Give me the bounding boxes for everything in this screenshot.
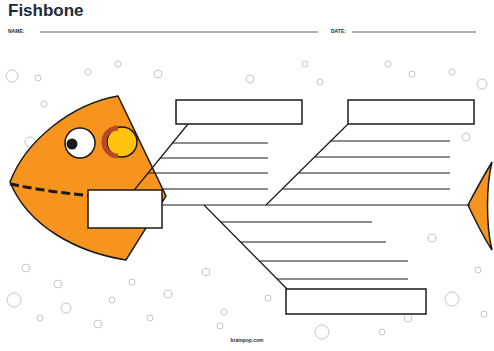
fish-tail xyxy=(468,162,492,250)
spine xyxy=(160,204,470,205)
form-lines xyxy=(40,32,476,33)
bubble xyxy=(202,268,210,276)
bubble xyxy=(409,71,415,77)
bubble xyxy=(445,292,459,306)
bubble xyxy=(6,70,18,82)
bubble xyxy=(94,320,102,328)
bone-diagonal xyxy=(266,124,348,205)
bubble xyxy=(41,101,47,107)
fish-pupil xyxy=(67,139,78,150)
page-title: Fishbone xyxy=(8,1,84,21)
bone-line xyxy=(241,241,386,242)
bubble xyxy=(129,279,135,285)
empty-boxes xyxy=(88,100,474,314)
bubble xyxy=(404,314,412,322)
bone-line xyxy=(160,157,268,158)
date-line xyxy=(352,32,476,33)
eye-crescent xyxy=(104,128,118,156)
bubble xyxy=(164,290,172,298)
bubble xyxy=(315,325,329,339)
bubbles xyxy=(6,61,487,339)
bone-diagonal xyxy=(204,205,288,290)
bubble xyxy=(154,70,162,78)
bubble xyxy=(265,295,271,301)
bone-line xyxy=(172,142,268,143)
site-credit: brainpop.com xyxy=(230,337,263,343)
bubble xyxy=(54,280,62,288)
bone-line xyxy=(221,221,372,222)
bubble xyxy=(302,61,308,67)
bubble xyxy=(7,293,21,307)
category-box xyxy=(176,100,302,124)
form-field-label: NAME: xyxy=(8,28,24,34)
fish-mouth xyxy=(10,184,92,196)
bone-line xyxy=(315,156,450,157)
bubble xyxy=(37,315,43,321)
bone-line xyxy=(299,172,450,173)
category-box xyxy=(286,289,426,314)
bone-line xyxy=(162,188,268,189)
bubble xyxy=(115,61,121,67)
fish-head xyxy=(10,96,166,260)
bubble xyxy=(147,315,153,321)
bone-line xyxy=(330,140,450,141)
bubble xyxy=(109,297,115,303)
bubble xyxy=(481,311,487,317)
bubble xyxy=(22,264,30,272)
bone-line xyxy=(260,260,408,261)
bubble xyxy=(246,75,254,83)
bubble xyxy=(477,79,487,89)
bubble xyxy=(35,75,41,81)
bone-line xyxy=(283,188,450,189)
bubble xyxy=(317,79,323,85)
bone-line xyxy=(277,278,408,279)
bubble xyxy=(85,69,91,75)
bubble xyxy=(217,323,223,329)
form-field-label: DATE: xyxy=(331,28,346,34)
bubble xyxy=(428,234,436,242)
fish-bones xyxy=(122,124,470,290)
category-box xyxy=(348,100,474,124)
head-box xyxy=(88,190,162,228)
bone-line xyxy=(148,172,268,173)
fish-eye xyxy=(65,128,95,158)
bubble xyxy=(61,303,71,313)
bubble xyxy=(462,133,470,141)
bubble xyxy=(475,267,481,273)
name-line xyxy=(40,32,318,33)
bubble xyxy=(385,61,391,67)
bubble xyxy=(221,309,227,315)
bubble xyxy=(379,329,385,335)
bubble xyxy=(449,69,455,75)
